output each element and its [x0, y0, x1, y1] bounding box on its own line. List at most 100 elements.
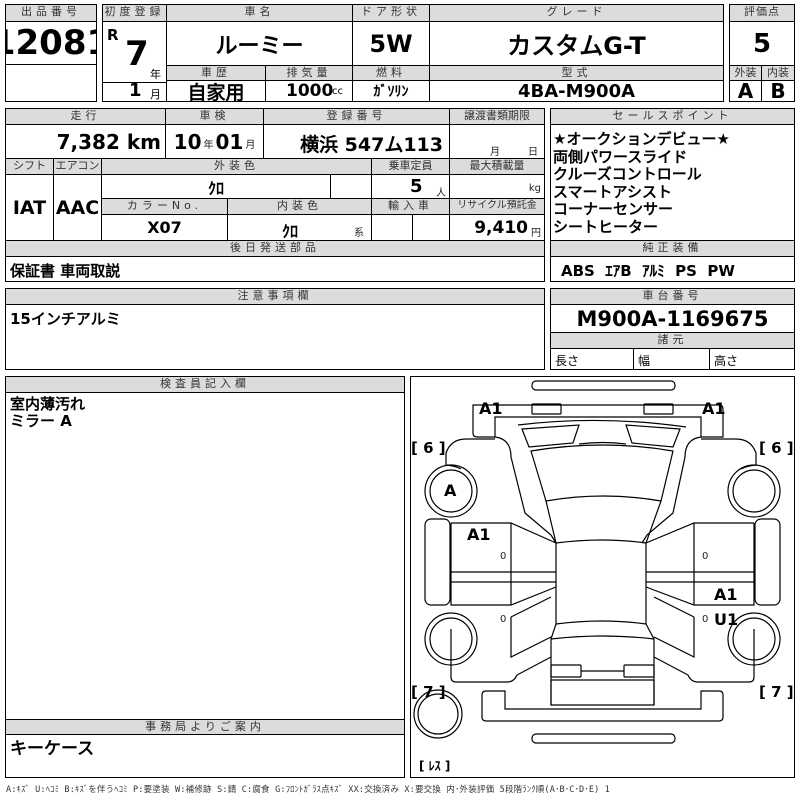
sales-point: スマートアシスト [553, 182, 672, 201]
car-diagram: A1 A1 A A1 A1 U1 0 0 0 0 [ 6 ] [ 6 ] [ 7… [410, 376, 795, 778]
import-cell-2 [413, 215, 450, 241]
damage-mark-mirror-left: A [444, 481, 457, 500]
spec-height: 高さ [714, 354, 739, 368]
chassis-label: 車台番号 [551, 289, 794, 305]
zero-mark: 0 [500, 614, 507, 625]
mileage-unit: km [126, 130, 161, 154]
first-reg-label: 初度登録 [103, 5, 167, 22]
sales-point: 両側パワースライド [553, 147, 688, 166]
tire-front-left: [ 6 ] [411, 439, 446, 457]
recycle-value: 9,410 [474, 218, 528, 238]
int-score-value: B [770, 81, 786, 101]
first-reg-month: 1 [129, 83, 142, 101]
damage-mark-rear-door-right: A1 [714, 585, 738, 604]
car-name-label: 車名 [167, 5, 353, 22]
first-reg-month-cell: 1 月 [103, 83, 167, 101]
displacement-label: 排気量 [266, 66, 353, 81]
max-load-label: 最大積載量 [450, 159, 544, 175]
sales-points-box: セールスポイント ★オークションデビュー★ 両側パワースライド クルーズコントロ… [550, 108, 795, 282]
ext-color-value: ｸﾛ [102, 175, 331, 199]
color-no-value: X07 [102, 215, 228, 241]
int-score-label: 内装 [762, 66, 794, 81]
sales-points-list: ★オークションデビュー★ 両側パワースライド クルーズコントロール スマートアシ… [551, 125, 794, 241]
vehicle-info-table: 初度登録 R 7 年 1 月 車名 ルーミー 車歴 自家用 排気量 1000 c… [102, 4, 724, 102]
zero-mark: 0 [702, 551, 709, 562]
score-value: 5 [730, 22, 794, 66]
lot-box: 出品番号 12081 [5, 4, 97, 102]
plate-value: 横浜 547ム113 [300, 134, 443, 156]
capacity-cell: 5 人 [372, 175, 450, 199]
damage-mark-front-door-left: A1 [467, 525, 491, 544]
sales-points-label: セールスポイント [551, 109, 794, 125]
displacement-unit: cc [332, 86, 343, 97]
lot-number: 12081 [6, 22, 96, 65]
damage-mark-rear-door-right-2: U1 [714, 610, 739, 629]
color-no-label: カラーNo. [102, 199, 228, 215]
displacement-value: 1000 [286, 81, 334, 101]
grade-label: グレード [430, 5, 723, 22]
int-color-value: ｸﾛ [282, 222, 299, 241]
int-color-cell: ｸﾛ 系 [228, 215, 372, 241]
specs-label: 諸元 [551, 333, 794, 349]
first-reg-year: 7 [125, 34, 149, 74]
spec-width: 幅 [634, 349, 710, 369]
sales-point: クルーズコントロール [553, 165, 702, 183]
notes-value: 15インチアルミ [10, 310, 121, 328]
notes-label: 注意事項欄 [6, 289, 544, 305]
score-box: 評価点 5 外装 内装 A B [729, 4, 795, 102]
inspector-label: 検査員記入欄 [6, 377, 404, 393]
equipment-label: 純正装備 [551, 241, 794, 257]
first-reg-year-unit: 年 [150, 68, 161, 81]
mileage-value: 7,382 [56, 130, 120, 154]
fuel-value: ｶﾞｿﾘﾝ [353, 81, 430, 101]
capacity-label: 乗車定員 [372, 159, 450, 175]
zero-mark: 0 [500, 551, 507, 562]
office-label: 事務局よりご案内 [6, 719, 404, 735]
import-cell-1 [372, 215, 413, 241]
model-label: 型式 [430, 66, 723, 81]
sales-point: コーナーセンサー [553, 200, 674, 218]
shift-label: シフト [6, 159, 54, 175]
first-reg-year-cell: R 7 年 [103, 22, 167, 83]
damage-mark-front-left: A1 [479, 399, 503, 418]
ext-color-label: 外装色 [102, 159, 372, 175]
sales-point: ★オークションデビュー★ [553, 130, 730, 148]
damage-mark-front-right: A1 [702, 399, 726, 418]
ac-value: AAC [54, 175, 102, 241]
inspector-notes: 室内薄汚れ ミラー A [6, 393, 89, 433]
transfer-label: 譲渡書類期限 [450, 109, 544, 125]
chassis-box: 車台番号 M900A-1169675 諸元 長さ 幅 高さ [550, 288, 795, 370]
car-outline-icon [413, 380, 781, 744]
fuel-label: 燃料 [353, 66, 430, 81]
displacement-cell: 1000 cc [266, 81, 353, 101]
int-color-label: 内装色 [228, 199, 372, 215]
tire-front-right: [ 6 ] [759, 439, 794, 457]
equipment-value: ABS ｴｱB ｱﾙﾐ PS PW [561, 262, 735, 280]
ext-color-extra [331, 175, 372, 199]
inspector-line: 室内薄汚れ [10, 395, 86, 413]
car-name: ルーミー [167, 22, 353, 66]
recycle-cell: 9,410 円 [450, 215, 544, 241]
import-label: 輸入車 [372, 199, 450, 215]
later-parts-label: 後日発送部品 [6, 241, 544, 257]
spec-length: 長さ [551, 349, 634, 369]
damage-legend: A:ｷｽﾞ U:ﾍｺﾐ B:ｷｽﾞを伴うﾍｺﾐ P:要塗装 W:補修跡 S:錆 … [6, 785, 611, 795]
mileage-cell: 7,382 km [6, 125, 166, 159]
model-value: 4BA-M900A [517, 81, 636, 101]
score-label: 評価点 [730, 5, 794, 22]
inspector-box: 検査員記入欄 室内薄汚れ ミラー A 事務局よりご案内 キーケース [5, 376, 405, 778]
ext-score-label: 外装 [730, 66, 762, 81]
history-label: 車歴 [167, 66, 266, 81]
office-value: キーケース [10, 739, 95, 759]
transfer-cell: 月 日 [450, 125, 544, 159]
zero-mark: 0 [702, 614, 709, 625]
ext-score-value: A [730, 81, 762, 101]
notes-box: 注意事項欄 15インチアルミ [5, 288, 545, 370]
max-load-cell: kg [450, 175, 544, 199]
inspector-line: ミラー A [10, 412, 72, 430]
door-label: ドア形状 [353, 5, 430, 22]
shift-value: IAT [6, 175, 54, 241]
mileage-label: 走行 [6, 109, 166, 125]
